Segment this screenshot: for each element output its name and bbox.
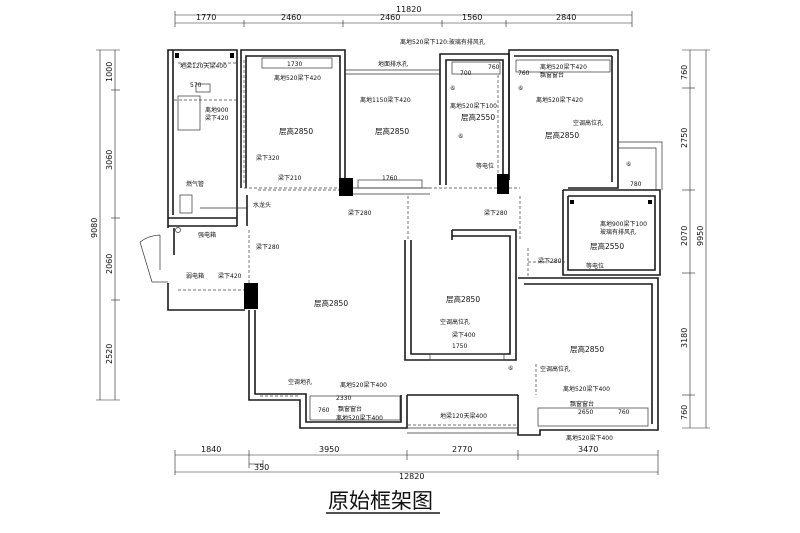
note-l21: 1760 <box>382 175 397 182</box>
note-l20: 梁下210 <box>278 174 302 182</box>
note-l43: 飘窗窗台 <box>338 405 362 413</box>
right-total-dim: 9950 <box>696 226 705 246</box>
top-total-dim: 11820 <box>396 5 421 14</box>
right-dim-2: 2750 <box>680 128 689 148</box>
note-l17: 空调高位孔 <box>573 119 603 127</box>
bottom-dim-2: 3950 <box>319 445 339 454</box>
note-l30: 梁下280 <box>256 243 280 251</box>
note-l18: 梁下320 <box>256 154 280 162</box>
room-height-3: 层高2550 <box>461 112 495 122</box>
note-l22: 等电位 <box>476 162 494 170</box>
right-dim-1: 760 <box>680 65 689 80</box>
annotations: 地梁120天梁400 570 离地900 梁下420 1730 离地520梁下4… <box>180 38 647 442</box>
markers: ⑥ ⑥ ⑥ ⑥ ⑥ <box>450 85 631 372</box>
note-l14: 760 <box>518 70 530 77</box>
bottom-dim-1: 1840 <box>201 445 221 454</box>
note-l11: 760 <box>488 64 500 71</box>
note-l23: 780 <box>630 181 642 188</box>
top-dimensions: 11820 1770 2460 2460 1560 2840 <box>174 5 633 27</box>
room-height-5: 层高2550 <box>590 241 624 251</box>
note-l2: 570 <box>190 82 202 89</box>
room-height-1: 层高2850 <box>279 126 313 136</box>
note-l24: 水龙头 <box>253 201 271 209</box>
note-l10: 700 <box>460 70 472 77</box>
bottom-dim-4: 3470 <box>578 445 598 454</box>
note-l16: 离地520梁下100 <box>450 102 497 110</box>
note-l48: 760 <box>618 409 630 416</box>
note-l46: 飘窗窗台 <box>570 400 594 408</box>
note-l8: 离地1150梁下420 <box>360 96 411 104</box>
note-l38: 空调高位孔 <box>540 365 570 373</box>
note-l35: 空调高位孔 <box>440 318 470 326</box>
top-dim-3: 2460 <box>380 13 400 22</box>
note-l5: 1730 <box>287 61 302 68</box>
bottom-total-dim: 12820 <box>399 472 424 481</box>
bottom-small-dim: 350 <box>254 463 269 472</box>
note-l32: 梁下420 <box>218 272 242 280</box>
note-l15: 离地520梁下420 <box>536 96 583 104</box>
note-l29: 强电箱 <box>198 231 216 239</box>
note-l7: 地面排水孔 <box>378 60 408 68</box>
note-l45: 离地520梁下400 <box>563 385 610 393</box>
note-l9: 离地520梁下120:玻璃有排风孔 <box>400 38 485 46</box>
note-l40: 离地520梁下400 <box>340 381 387 389</box>
note-l27: 离地900梁下100 <box>600 220 647 228</box>
top-dim-1: 1770 <box>196 13 216 22</box>
note-l50: 离地520梁下400 <box>566 434 613 442</box>
room-height-2: 层高2850 <box>375 126 409 136</box>
marker-5: ⑥ <box>508 365 513 372</box>
note-l34: 等电位 <box>586 262 604 270</box>
left-dim-2: 3060 <box>105 150 114 170</box>
left-dim-1: 1000 <box>105 62 114 82</box>
note-l37: 1750 <box>452 343 467 350</box>
marker-2: ⑥ <box>458 133 463 140</box>
structural-columns <box>175 53 652 309</box>
left-dimensions: 9080 1000 3060 2060 2520 <box>90 49 120 401</box>
top-dim-2: 2460 <box>281 13 301 22</box>
note-l31: 弱电箱 <box>186 272 204 280</box>
note-l42: 760 <box>318 407 330 414</box>
bottom-dimensions: 1840 3950 2770 3470 350 12820 <box>174 445 659 481</box>
room-height-7: 层高2850 <box>446 294 480 304</box>
room-labels: 层高2850 层高2850 层高2550 层高2850 层高2550 层高285… <box>279 112 624 354</box>
marker-1: ⑥ <box>450 85 455 92</box>
note-l44: 离地520梁下400 <box>336 414 383 422</box>
note-l36: 梁下400 <box>452 331 476 339</box>
room-height-4: 层高2850 <box>545 130 579 140</box>
note-l33: 梁下280 <box>538 257 562 265</box>
note-l41: 2330 <box>336 395 351 402</box>
right-dim-4: 3180 <box>680 328 689 348</box>
right-dim-5: 760 <box>680 405 689 420</box>
left-dim-3: 2060 <box>105 254 114 274</box>
fixtures <box>175 83 248 233</box>
note-l26: 梁下280 <box>484 209 508 217</box>
right-dim-3: 2070 <box>680 226 689 246</box>
top-dim-4: 1560 <box>462 13 482 22</box>
left-total-dim: 9080 <box>90 218 99 238</box>
top-dim-5: 2840 <box>556 13 576 22</box>
drawing-title-text: 原始框架图 <box>328 489 433 513</box>
note-l13: 飘窗窗台 <box>540 71 564 79</box>
note-l25: 梁下280 <box>348 209 372 217</box>
note-l1: 地梁120天梁400 <box>180 62 227 70</box>
room-height-6: 层高2850 <box>314 298 348 308</box>
note-l28: 玻璃有排风孔 <box>600 228 636 236</box>
left-dim-4: 2520 <box>105 344 114 364</box>
note-l49: 地梁120天梁400 <box>440 412 487 420</box>
note-l3: 离地900 <box>205 106 229 114</box>
beam-lines <box>174 60 565 426</box>
marker-3: ⑥ <box>518 85 523 92</box>
note-l12: 离地520梁下420 <box>540 63 587 71</box>
note-l47: 2650 <box>578 409 593 416</box>
note-l19: 燃气管 <box>186 180 204 188</box>
note-l39: 空调地孔 <box>288 378 312 386</box>
room-height-8: 层高2850 <box>570 344 604 354</box>
drawing-title: 原始框架图 <box>326 489 440 514</box>
note-l6: 离地520梁下420 <box>274 74 321 82</box>
bottom-dim-3: 2770 <box>452 445 472 454</box>
right-dimensions: 760 2750 2070 3180 760 9950 <box>680 49 710 429</box>
note-l4: 梁下420 <box>205 114 229 122</box>
marker-4: ⑥ <box>626 161 631 168</box>
